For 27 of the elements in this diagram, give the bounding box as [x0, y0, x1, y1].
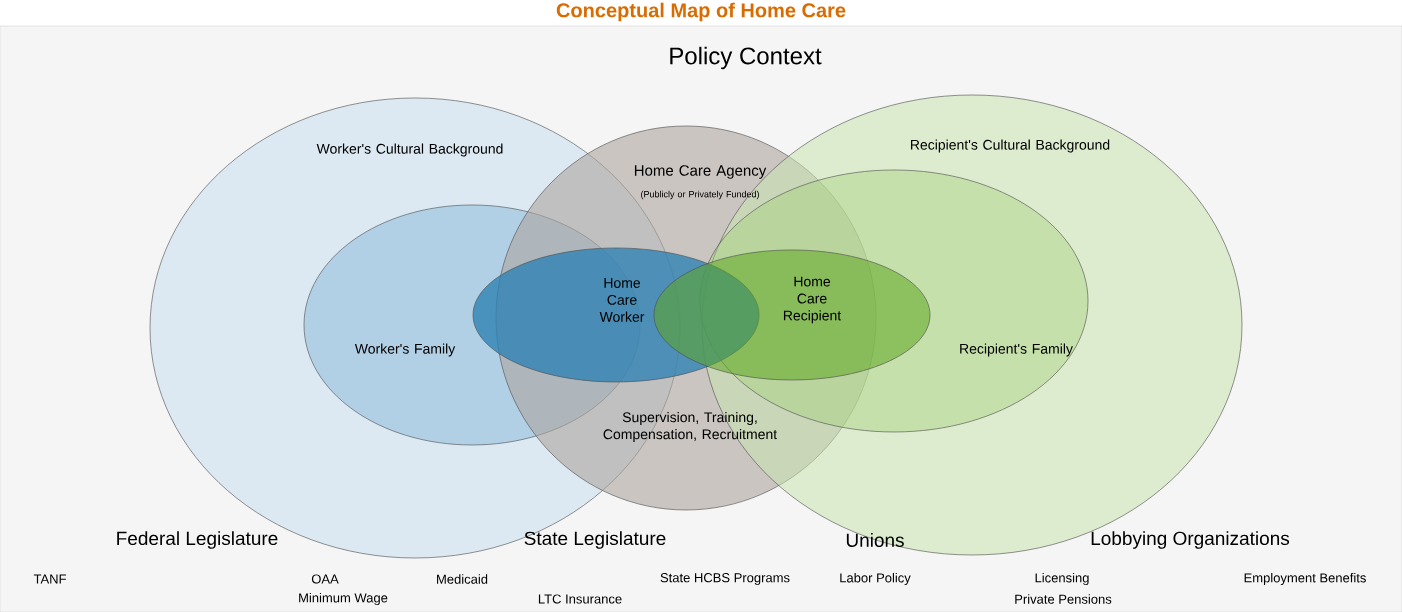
label: Labor Policy	[840, 572, 911, 586]
label: Federal Legislature	[117, 531, 278, 549]
label: Policy Context	[670, 46, 822, 70]
label: Licensing	[1035, 572, 1089, 586]
label: TANF	[33, 574, 66, 584]
label: State Legislature	[524, 531, 666, 549]
ellipse-label: Recipient's Cultural Background	[911, 139, 1110, 153]
label: OAA	[311, 574, 339, 584]
venn-ellipse	[472, 247, 760, 383]
label: Medicaid	[437, 574, 488, 584]
ellipse-label: Home Care Worker	[599, 278, 645, 322]
ellipse-label: Home Care Agency	[634, 165, 767, 179]
venn-ellipse	[653, 249, 931, 381]
ellipse-label: Home Care Recipient	[783, 276, 842, 324]
ellipse-label: (Publicly or Privately Funded)	[641, 190, 759, 200]
label: Private Pensions	[1015, 594, 1112, 604]
label: Employment Benefits	[1244, 572, 1366, 586]
label: Unions	[846, 533, 904, 547]
ellipse-label: Worker's Cultural Background	[316, 143, 503, 157]
ellipse-label: Supervision, Training, Compensation, Recruitment	[603, 411, 778, 442]
title: Conceptual Map of Home Care	[556, 2, 846, 22]
ellipse-label: Recipient's Family	[960, 343, 1073, 357]
label: Minimum Wage	[299, 592, 388, 606]
ellipse-label: Worker's Family	[354, 343, 456, 357]
label: LTC Insurance	[538, 594, 622, 604]
label: State HCBS Programs	[660, 573, 790, 585]
label: Lobbying Organizations	[1091, 531, 1290, 549]
